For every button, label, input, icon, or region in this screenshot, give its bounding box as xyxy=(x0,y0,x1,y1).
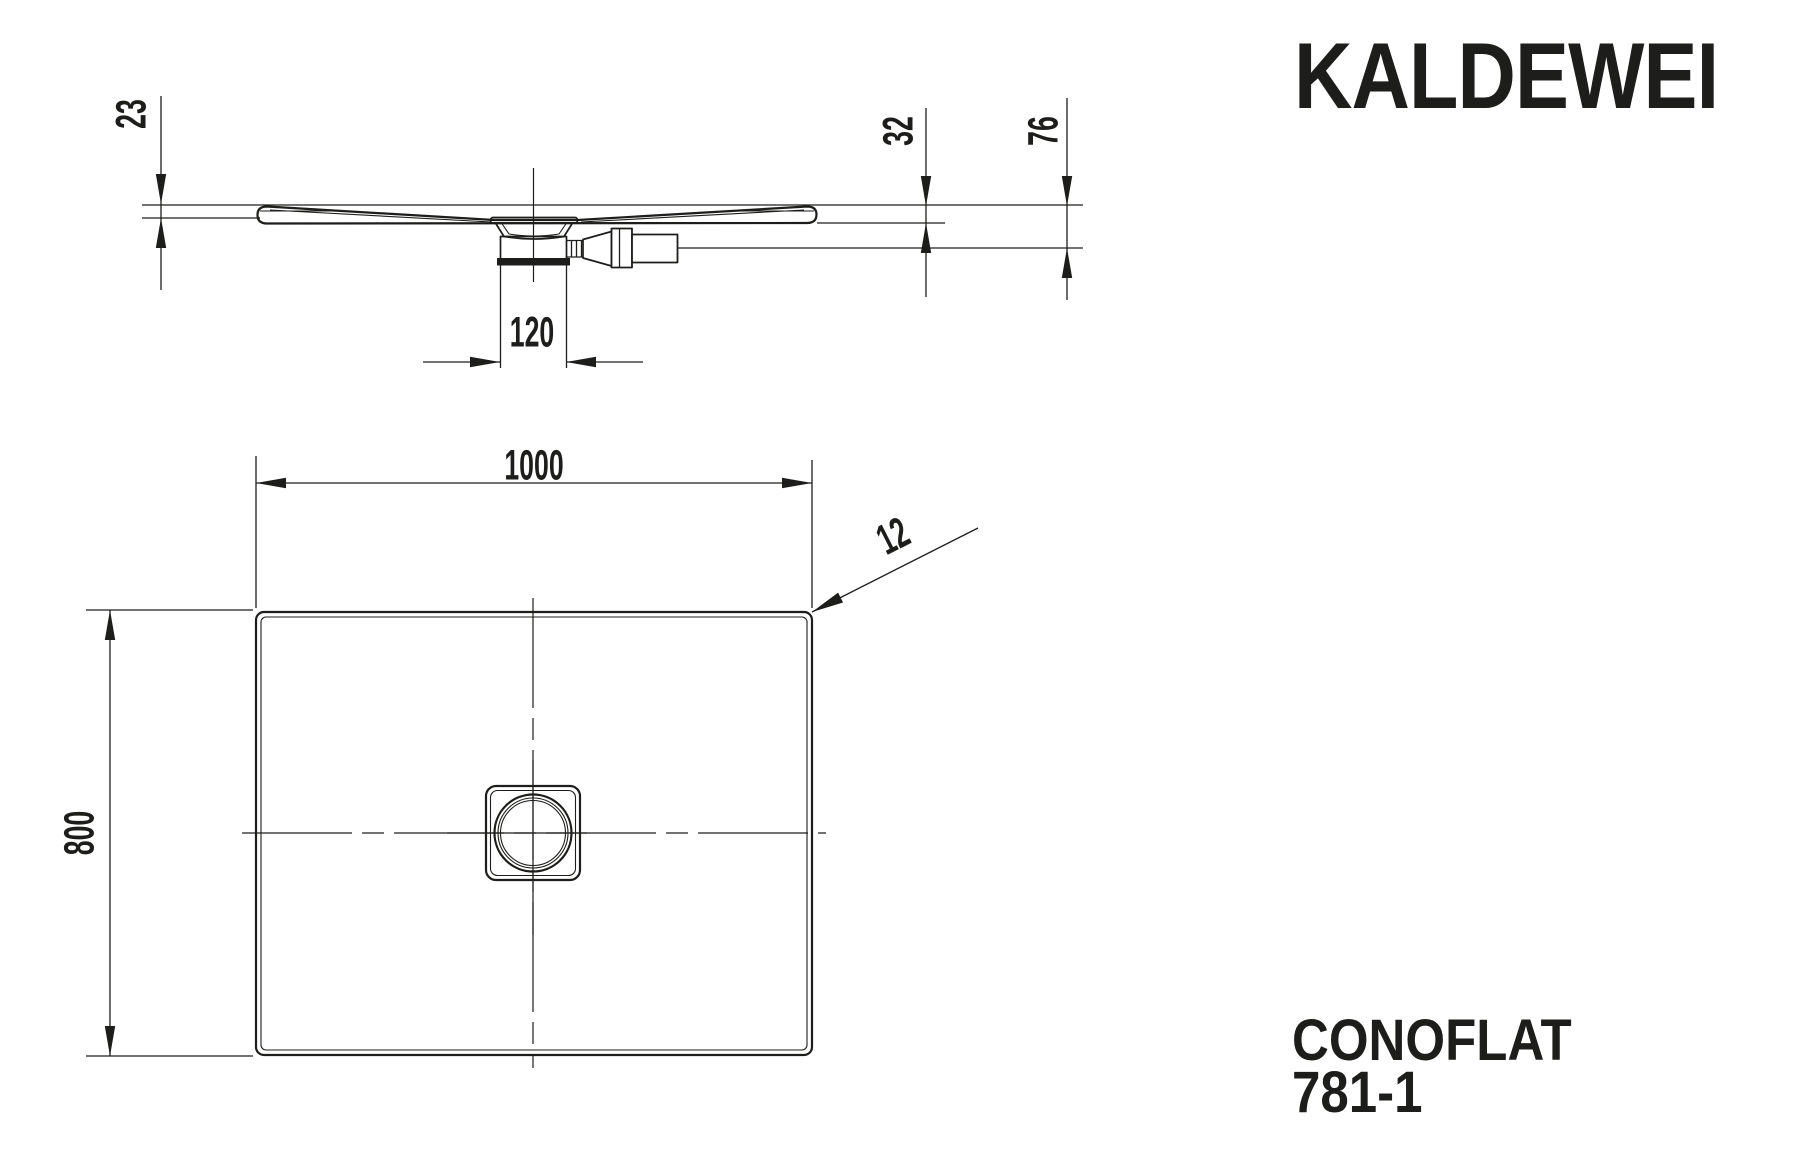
dim-width-label: 1000 xyxy=(504,441,563,489)
drain-cover-square-outer xyxy=(484,784,582,882)
title-block: KALDEWEI CONOFLAT 781-1 xyxy=(1292,23,1719,1125)
product-series: CONOFLAT xyxy=(1292,1008,1572,1073)
tray-section-outline xyxy=(256,205,818,225)
dim-total-height: 76 xyxy=(1019,98,1073,300)
product-model: 781-1 xyxy=(1292,1060,1423,1125)
dim-total-height-label: 76 xyxy=(1019,116,1067,146)
arrow-up-icon xyxy=(1061,248,1073,278)
arrow-down-icon xyxy=(920,176,932,206)
arrow-up-icon xyxy=(155,218,167,248)
drain-cover-square-inner xyxy=(489,789,577,877)
dim-tray-height: 32 xyxy=(874,108,932,297)
outlet-pipe xyxy=(631,233,679,264)
outlet-cone xyxy=(582,230,613,267)
arrow-right-icon xyxy=(782,477,812,489)
dim-depth: 800 xyxy=(55,609,253,1057)
drain-outlet-assembly xyxy=(566,227,679,269)
arrow-down-icon xyxy=(155,174,167,204)
dim-drain-diameter-label: 120 xyxy=(510,308,554,356)
dim-rim-thickness-label: 23 xyxy=(107,99,155,129)
outlet-flange xyxy=(610,227,633,269)
arrow-leader-icon xyxy=(812,592,844,612)
dim-corner-radius: 12 xyxy=(811,508,979,613)
dim-drain-diameter: 120 xyxy=(423,308,643,368)
arrow-up-icon xyxy=(104,610,116,640)
arrow-right-icon xyxy=(470,356,500,368)
drain-circle-inner xyxy=(499,799,567,867)
drain-circle-middle xyxy=(497,797,569,869)
floor-slope-line-left xyxy=(269,209,492,223)
dim-tray-height-label: 32 xyxy=(874,116,922,146)
floor-slope-line-right xyxy=(580,209,805,223)
dim-depth-label: 800 xyxy=(55,811,103,855)
brand-logo: KALDEWEI xyxy=(1294,23,1718,128)
arrow-down-icon xyxy=(104,1026,116,1056)
drain-circle-outer xyxy=(493,793,573,873)
dim-width: 1000 xyxy=(255,441,813,608)
dim-rim-thickness: 23 xyxy=(107,96,167,290)
dim-corner-radius-label: 12 xyxy=(869,508,917,564)
section-view: 23 32 76 120 xyxy=(107,96,1083,368)
arrow-left-icon xyxy=(256,477,286,489)
plan-view: 1000 800 12 xyxy=(55,441,979,1068)
arrow-down-icon xyxy=(1061,176,1073,206)
drain-plan xyxy=(484,784,582,882)
arrow-left-icon xyxy=(566,356,596,368)
arrow-up-icon xyxy=(920,223,932,253)
